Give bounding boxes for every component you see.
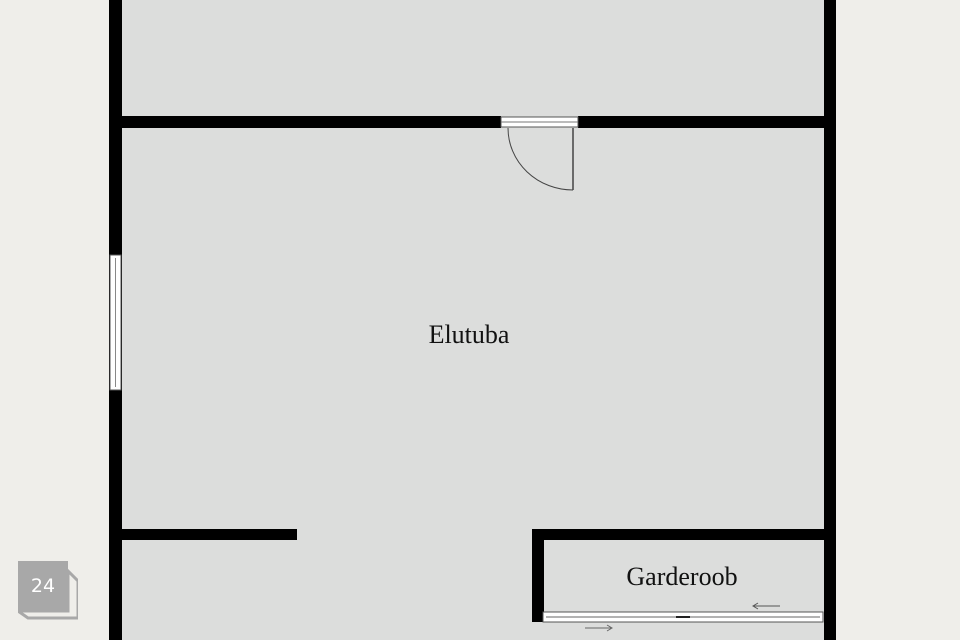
- wall-top-right: [578, 116, 836, 128]
- room-label-garderoob: Garderoob: [626, 562, 738, 591]
- sliding-door: [542, 602, 824, 632]
- badge-cube-icon: [18, 561, 78, 620]
- room-label-elutuba: Elutuba: [428, 320, 510, 349]
- wall-right: [824, 0, 836, 640]
- wall-closet-top: [532, 529, 836, 540]
- wall-partial-bottom: [109, 529, 297, 540]
- window: [109, 254, 122, 391]
- page-number: 24: [30, 575, 56, 597]
- wall-top-left: [109, 116, 501, 128]
- wall-closet-left: [532, 529, 544, 622]
- door: [500, 116, 579, 191]
- page-number-badge: 24: [18, 561, 78, 621]
